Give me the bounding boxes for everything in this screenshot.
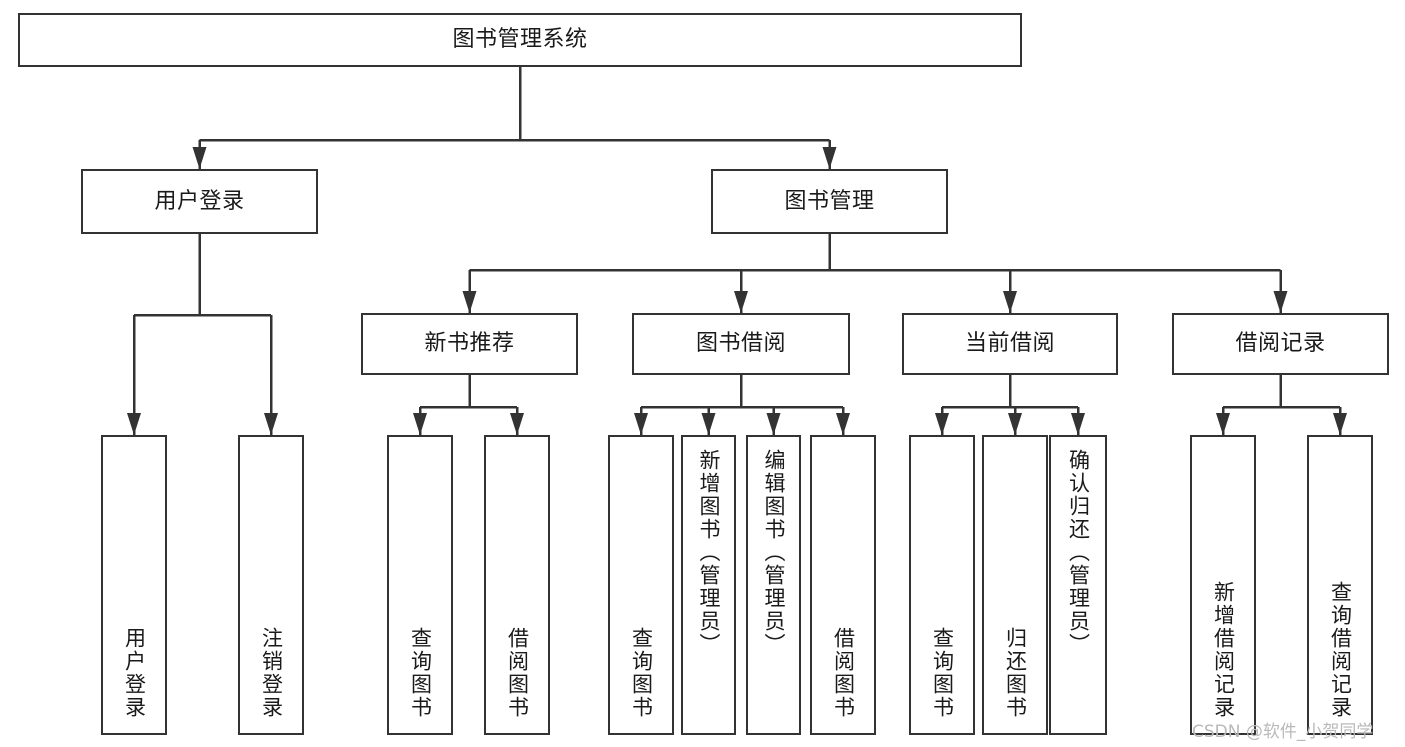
node-label: 图书管理 bbox=[784, 188, 875, 214]
node-l3-book-borrow[interactable]: 图书借阅 bbox=[632, 313, 850, 375]
node-label: 新书推荐 bbox=[424, 331, 515, 357]
node-l4-query-book-3[interactable]: 查询图书 bbox=[909, 435, 975, 735]
node-l4-user-login[interactable]: 用户登录 bbox=[101, 435, 167, 735]
node-label: 查询借阅记录 bbox=[1328, 581, 1353, 719]
node-l4-borrow-book-1[interactable]: 借阅图书 bbox=[484, 435, 550, 735]
node-root[interactable]: 图书管理系统 bbox=[18, 13, 1022, 67]
node-l4-return-book[interactable]: 归还图书 bbox=[982, 435, 1048, 735]
node-l4-borrow-book-2[interactable]: 借阅图书 bbox=[810, 435, 876, 735]
node-label: 新增图书（管理员） bbox=[697, 449, 722, 656]
node-label: 借阅记录 bbox=[1235, 331, 1326, 357]
node-l3-borrow-record[interactable]: 借阅记录 bbox=[1172, 313, 1389, 375]
node-l3-new-book-rec[interactable]: 新书推荐 bbox=[361, 313, 578, 375]
node-l4-edit-book[interactable]: 编辑图书（管理员） bbox=[746, 435, 801, 735]
node-label: 新增借阅记录 bbox=[1211, 581, 1236, 719]
node-label: 用户登录 bbox=[122, 627, 147, 719]
node-label: 借阅图书 bbox=[831, 627, 856, 719]
node-label: 当前借阅 bbox=[964, 331, 1055, 357]
node-label: 注销登录 bbox=[259, 627, 284, 719]
node-label: 查询图书 bbox=[629, 627, 654, 719]
node-l4-add-book[interactable]: 新增图书（管理员） bbox=[681, 435, 736, 735]
node-l4-query-record[interactable]: 查询借阅记录 bbox=[1307, 435, 1373, 735]
node-label: 用户登录 bbox=[154, 188, 245, 214]
node-label: 图书借阅 bbox=[695, 331, 786, 357]
node-label: 查询图书 bbox=[930, 627, 955, 719]
node-l4-add-record[interactable]: 新增借阅记录 bbox=[1190, 435, 1256, 735]
node-label: 归还图书 bbox=[1003, 627, 1028, 719]
node-label: 查询图书 bbox=[408, 627, 433, 719]
node-label: 编辑图书（管理员） bbox=[762, 449, 787, 656]
node-l3-current-borrow[interactable]: 当前借阅 bbox=[902, 313, 1118, 375]
node-label: 借阅图书 bbox=[505, 627, 530, 719]
node-label: 确认归还（管理员） bbox=[1066, 449, 1091, 656]
node-label: 图书管理系统 bbox=[452, 27, 588, 53]
node-l2-user-login[interactable]: 用户登录 bbox=[81, 169, 318, 234]
node-l4-logout[interactable]: 注销登录 bbox=[238, 435, 304, 735]
csdn-watermark: CSDN @软件_小贺同学 bbox=[1192, 722, 1374, 742]
node-l4-query-book-1[interactable]: 查询图书 bbox=[387, 435, 453, 735]
node-l4-confirm-return[interactable]: 确认归还（管理员） bbox=[1049, 435, 1107, 735]
node-l2-book-manage[interactable]: 图书管理 bbox=[711, 169, 948, 234]
node-l4-query-book-2[interactable]: 查询图书 bbox=[608, 435, 674, 735]
